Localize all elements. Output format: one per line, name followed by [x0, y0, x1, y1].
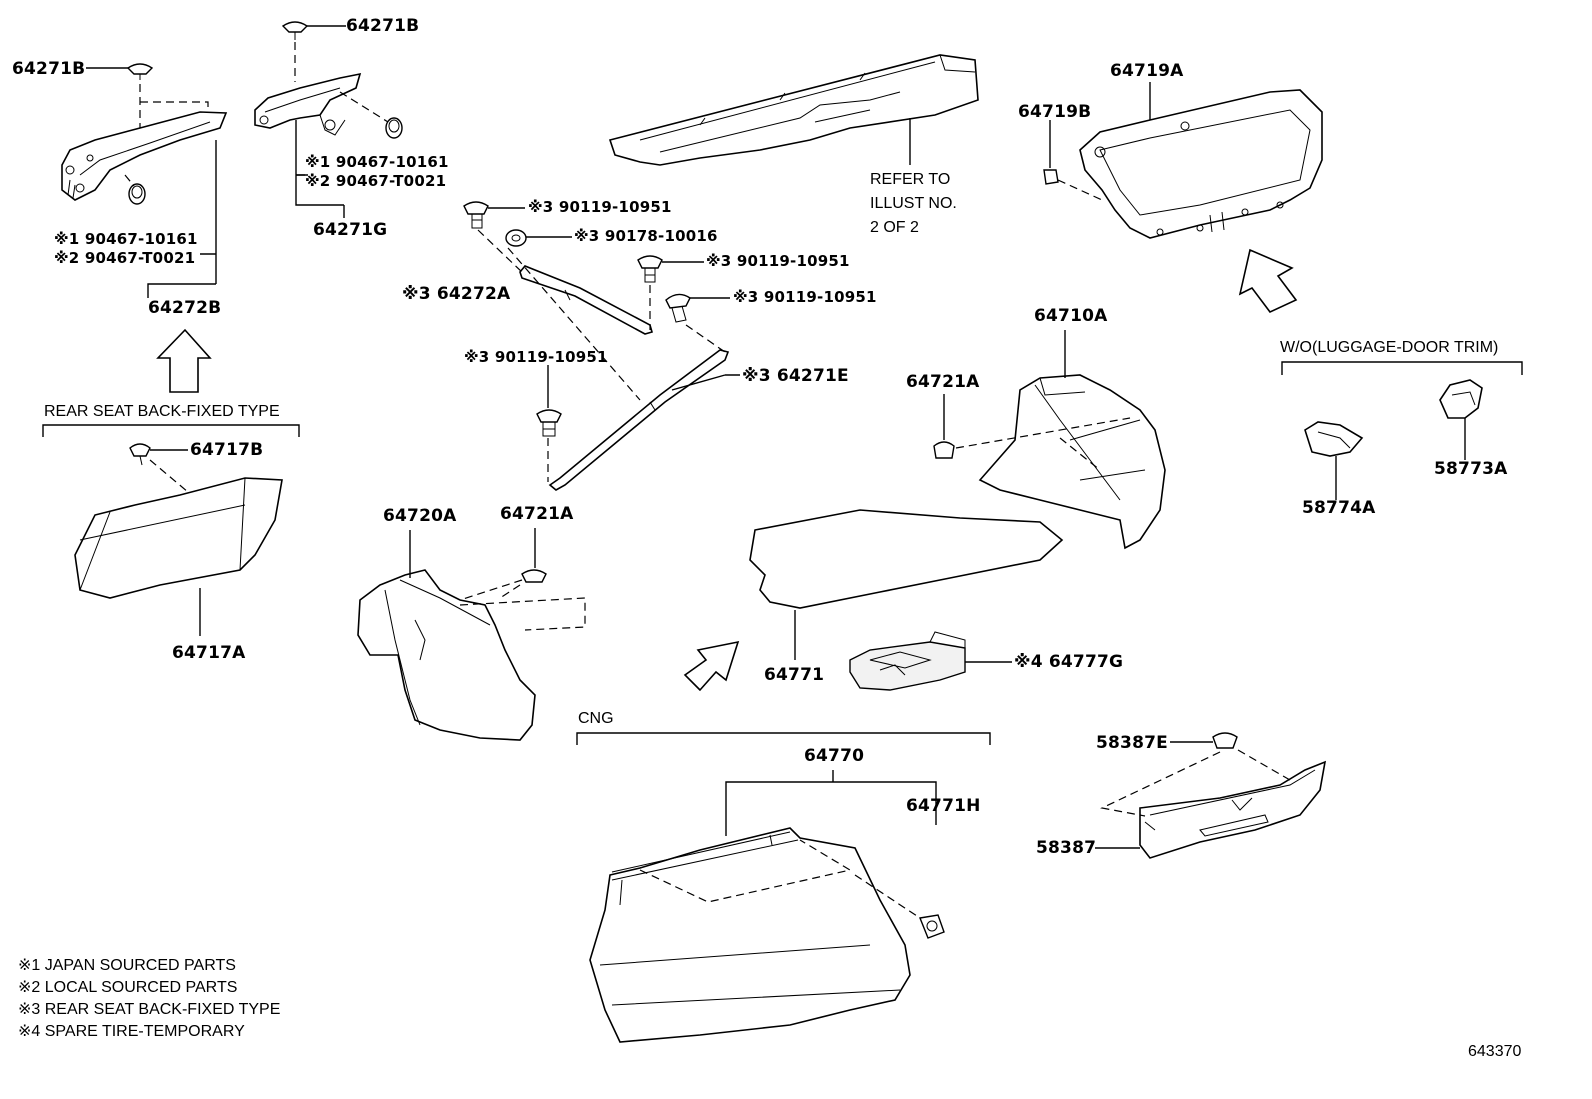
label-64271B-top: 64271B	[346, 16, 420, 36]
refer-line-1: REFER TO	[870, 171, 951, 188]
nut-s2	[505, 229, 527, 247]
label-64271B-left: 64271B	[12, 59, 86, 79]
screw-s5	[536, 409, 562, 437]
cng-trim	[589, 827, 911, 1043]
label-64272B: 64272B	[148, 298, 222, 318]
screw-s1	[463, 201, 489, 229]
arrow-up-center	[683, 640, 740, 692]
clip-64771H	[919, 914, 945, 939]
label-64771: 64771	[764, 665, 825, 685]
screw-s4	[665, 293, 691, 323]
label-clip2-middle: ※2 90467-T0021	[305, 172, 447, 190]
pillar-clip-top-middle	[281, 21, 309, 33]
pillar-clip-top-left	[126, 63, 154, 75]
clip-58387E	[1212, 732, 1238, 749]
label-64771H: 64771H	[906, 796, 981, 816]
quarter-trim-left	[357, 569, 536, 741]
part-58774A	[1304, 421, 1364, 457]
label-clip1-middle: ※1 90467-10161	[305, 153, 449, 171]
label-clip1-left: ※1 90467-10161	[54, 230, 198, 248]
label-cng: CNG	[578, 710, 614, 727]
label-64721A-right: 64721A	[906, 372, 980, 392]
rear-seat-trim	[74, 477, 283, 599]
label-64721A-left: 64721A	[500, 504, 574, 524]
luggage-door-trim	[1079, 89, 1323, 239]
label-58774A: 58774A	[1302, 498, 1376, 518]
label-screw-s5: ※3 90119-10951	[464, 348, 608, 366]
push-clip-middle	[385, 117, 403, 139]
label-64271E: ※3 64271E	[742, 366, 849, 386]
stay-64272A	[519, 265, 653, 335]
clip-64721A-right	[933, 441, 955, 459]
legend-item-1: ※1 JAPAN SOURCED PARTS	[18, 957, 236, 974]
label-64710A: 64710A	[1034, 306, 1108, 326]
label-58387E: 58387E	[1096, 733, 1168, 753]
label-screw-s3: ※3 90119-10951	[706, 252, 850, 270]
label-64717B: 64717B	[190, 440, 264, 460]
label-clip2-left: ※2 90467-T0021	[54, 249, 196, 267]
label-64272A: ※3 64272A	[402, 284, 511, 304]
label-wo-luggage: W/O(LUGGAGE-DOOR TRIM)	[1280, 339, 1499, 356]
part-58773A	[1439, 379, 1483, 419]
legend-item-4: ※4 SPARE TIRE-TEMPORARY	[18, 1023, 245, 1040]
label-64717A: 64717A	[172, 643, 246, 663]
arrow-up-left	[156, 328, 212, 393]
label-64719A: 64719A	[1110, 61, 1184, 81]
quarter-trim-right	[978, 374, 1166, 550]
label-screw-s4: ※3 90119-10951	[733, 288, 877, 306]
bracket-wo-luggage	[1281, 361, 1523, 375]
label-nut-s2: ※3 90178-10016	[574, 227, 718, 245]
stay-64271E	[548, 349, 730, 491]
label-64777G: ※4 64777G	[1014, 652, 1124, 672]
arrow-up-right	[1238, 248, 1298, 313]
label-64770: 64770	[804, 746, 865, 766]
label-64719B: 64719B	[1018, 102, 1092, 122]
tool-box	[849, 631, 966, 691]
screw-64719B	[1043, 169, 1059, 185]
scuff-plate	[1139, 760, 1327, 859]
diagram-id: 643370	[1468, 1043, 1522, 1060]
refer-line-2: ILLUST NO.	[870, 195, 957, 212]
label-screw-s1: ※3 90119-10951	[528, 198, 672, 216]
screw-s3	[637, 255, 663, 283]
clip-64717B	[129, 443, 151, 457]
bracket-cng	[576, 732, 991, 745]
refer-line-3: 2 OF 2	[870, 219, 919, 236]
pillar-trim-middle	[254, 72, 362, 136]
legend-item-3: ※3 REAR SEAT BACK-FIXED TYPE	[18, 1001, 281, 1018]
label-rear-seat-fixed: REAR SEAT BACK-FIXED TYPE	[44, 403, 280, 420]
label-64271G: 64271G	[313, 220, 388, 240]
label-58773A: 58773A	[1434, 459, 1508, 479]
push-clip-left	[128, 183, 146, 205]
package-tray	[608, 54, 979, 166]
label-64720A: 64720A	[383, 506, 457, 526]
clip-64721A-left	[521, 569, 547, 583]
legend-item-2: ※2 LOCAL SOURCED PARTS	[18, 979, 238, 996]
bracket-rear-seat	[42, 424, 300, 437]
label-58387: 58387	[1036, 838, 1097, 858]
luggage-mat	[749, 509, 1064, 609]
pillar-trim-left	[61, 111, 228, 201]
